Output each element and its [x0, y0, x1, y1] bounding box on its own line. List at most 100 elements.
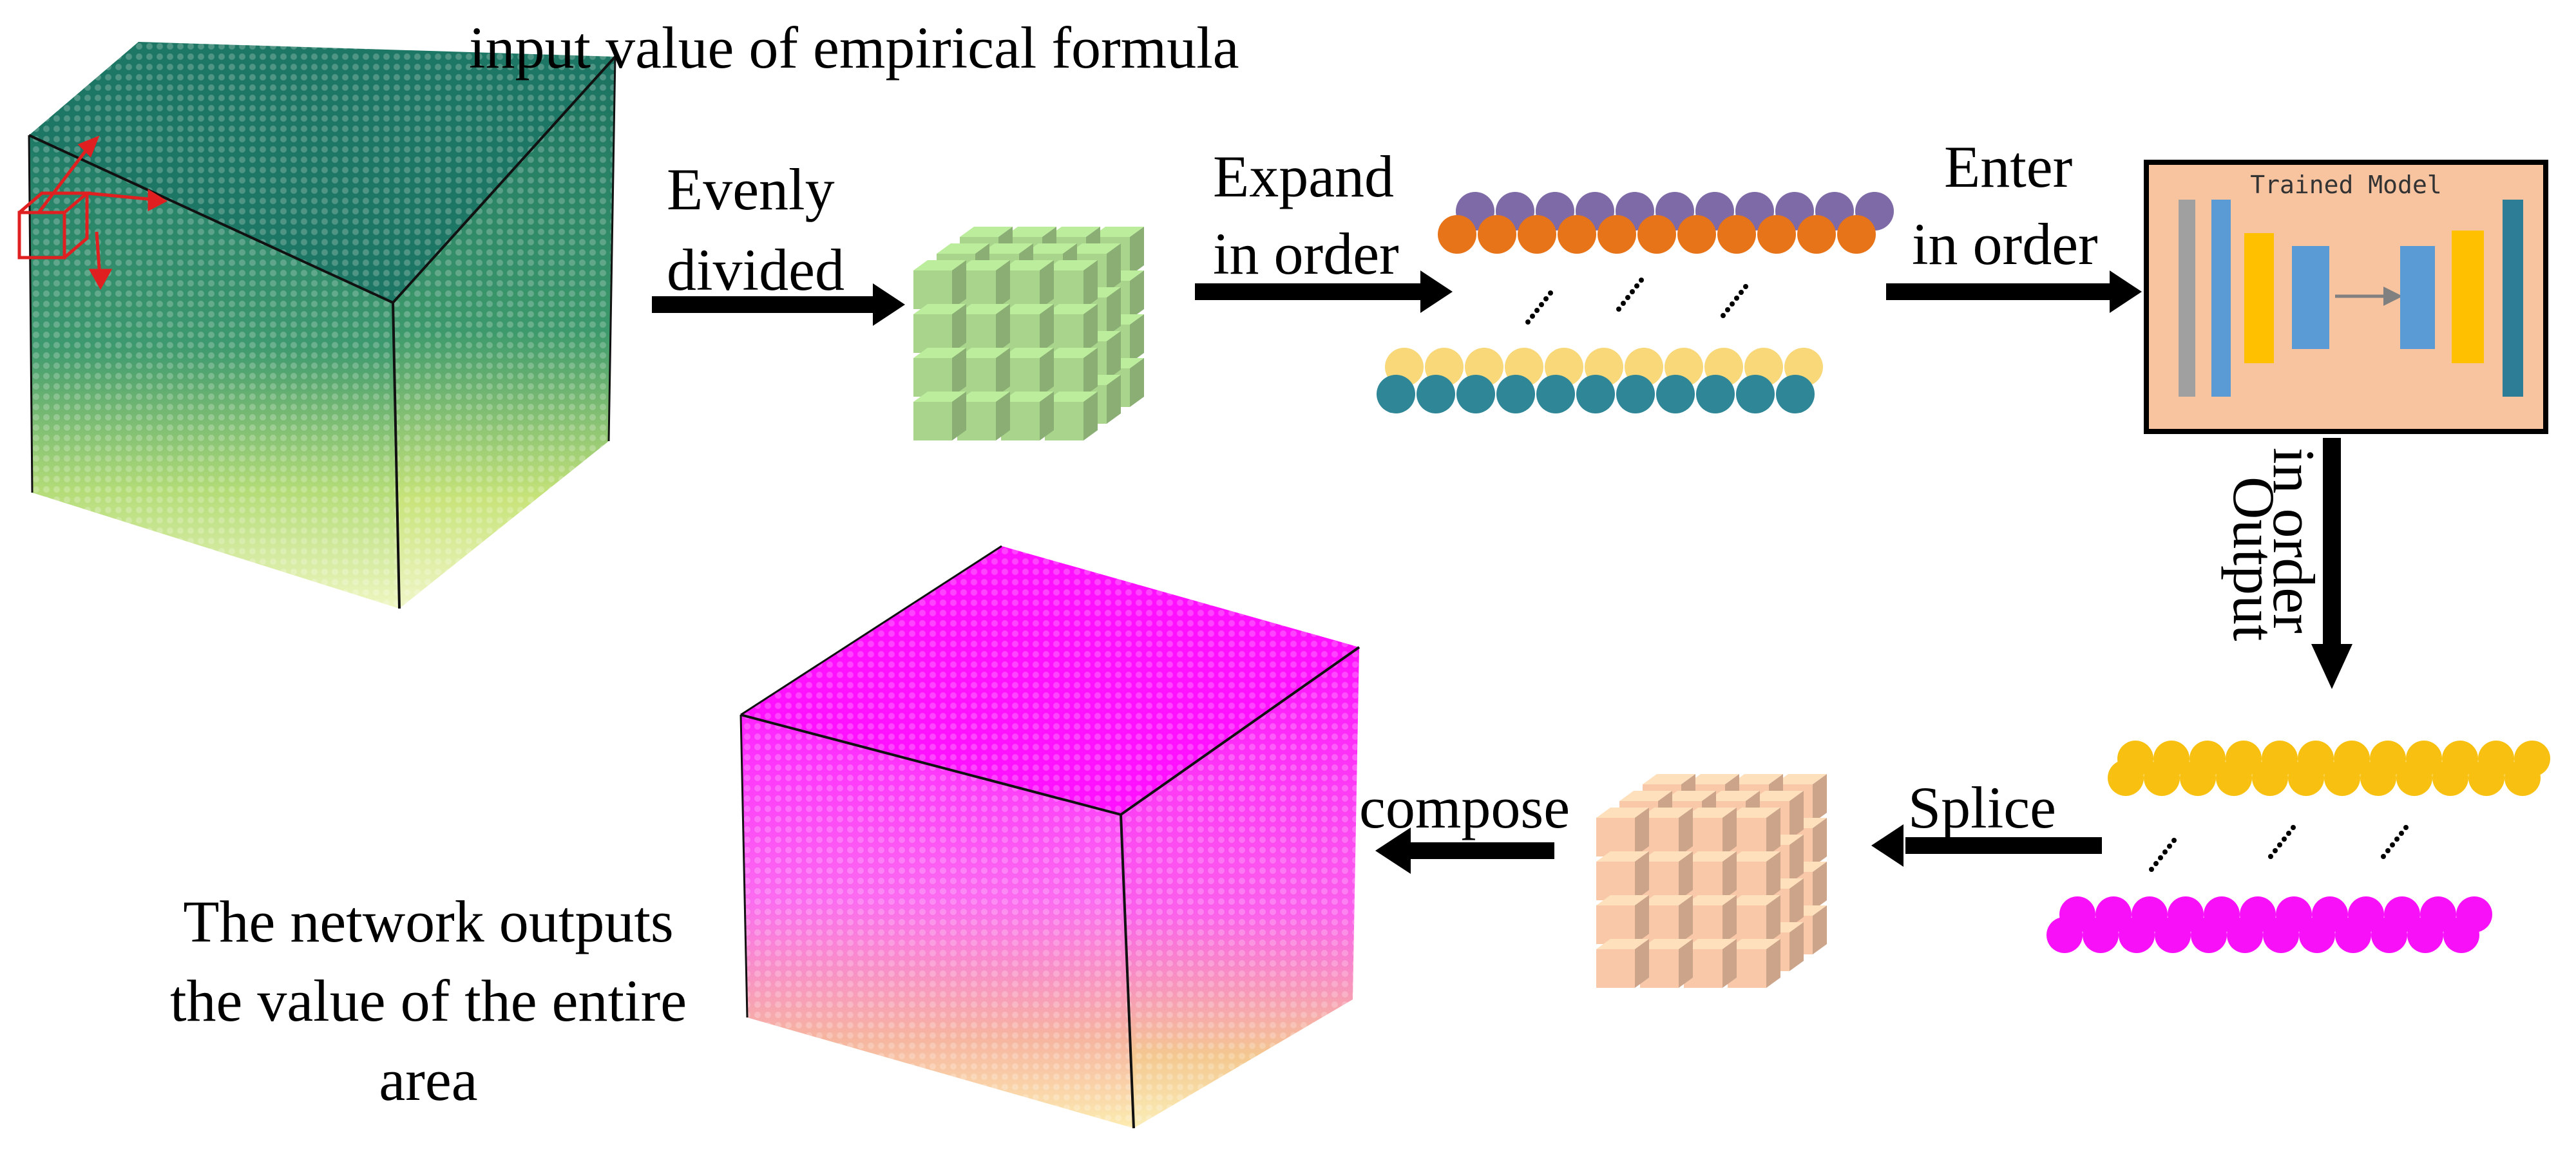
magenta-dot — [2335, 917, 2371, 953]
output-arrow — [2311, 438, 2352, 689]
green-small-cube — [957, 260, 1010, 309]
teal-dot — [1736, 375, 1775, 413]
ellipsis-dot — [1548, 290, 1553, 296]
orange-dot — [1717, 215, 1756, 254]
gold-dot — [2144, 760, 2180, 796]
gold-dot — [2432, 760, 2468, 796]
ellipsis-dot — [1634, 283, 1639, 288]
ellipsis-dot — [2286, 831, 2291, 836]
gold-dot — [2360, 760, 2396, 796]
magenta-dot — [2083, 917, 2119, 953]
divide-arrow — [652, 283, 905, 326]
expand-arrow — [1195, 270, 1453, 313]
magenta-dot — [2407, 917, 2443, 953]
ellipsis-dot — [2394, 837, 2399, 842]
input-title: input value of empirical formula — [469, 15, 1239, 80]
network-text-line1: The network outputs — [183, 889, 673, 954]
ellipsis-dot — [2268, 854, 2273, 859]
green-small-cube — [1001, 348, 1054, 397]
trained-model-box: Trained Model — [2144, 160, 2548, 434]
ellipsis-dot — [1616, 307, 1621, 312]
ellipsis-dot — [2381, 854, 2386, 859]
gold-dot — [2108, 760, 2144, 796]
ellipsis-dot — [1625, 295, 1630, 300]
expand-label: Expand — [1213, 144, 1394, 209]
orange-dot — [1797, 215, 1836, 254]
orange-dot — [1478, 215, 1516, 254]
divided-label: divided — [667, 237, 844, 303]
output-cube — [739, 545, 1360, 1129]
output-label: Output — [2221, 477, 2287, 641]
ellipsis-dot — [2162, 849, 2168, 855]
green-small-cube — [913, 392, 966, 440]
teal-dot — [1377, 375, 1415, 413]
orange-dot — [1598, 215, 1636, 254]
ellipsis-dot — [2385, 848, 2390, 853]
teal-dot — [1536, 375, 1575, 413]
compose-label: compose — [1359, 775, 1570, 840]
network-text-line2: the value of the entire — [170, 968, 687, 1034]
ellipsis-dot — [2158, 855, 2163, 860]
orange-dot — [1837, 215, 1876, 254]
enter-label: Enter — [1944, 134, 2072, 200]
gold-dot — [2252, 760, 2288, 796]
ellipsis-dot — [1743, 284, 1748, 289]
ellipsis-dot — [1730, 301, 1735, 307]
ellipsis-dot — [1630, 289, 1635, 294]
ellipsis-dot — [2153, 861, 2159, 866]
splice-label: Splice — [1908, 775, 2056, 840]
orange-dot — [1438, 215, 1476, 254]
magenta-dot — [2119, 917, 2155, 953]
ellipsis-dot — [2291, 825, 2296, 830]
model-title: Trained Model — [2250, 171, 2441, 199]
model-layer-blue-mid-left — [2292, 246, 2329, 349]
ellipsis-dot — [2167, 844, 2172, 849]
orange-dot — [1757, 215, 1796, 254]
network-text-line3: area — [379, 1047, 477, 1113]
gold-dot — [2396, 760, 2432, 796]
teal-dot — [1656, 375, 1695, 413]
teal-dot — [1496, 375, 1535, 413]
ellipsis-dot — [1739, 290, 1744, 295]
ellipsis-dot — [1621, 301, 1626, 306]
splice-arrow — [1871, 824, 2102, 867]
green-small-cube — [913, 348, 966, 397]
model-layer-blue-mid-right — [2400, 246, 2435, 349]
teal-dot — [1456, 375, 1495, 413]
ellipsis-dot — [1725, 307, 1730, 312]
ellipsis-dot — [2390, 842, 2395, 847]
orange-dot — [1677, 215, 1716, 254]
green-small-cube — [1001, 260, 1054, 309]
corner-marker — [17, 135, 168, 290]
ellipsis-dot — [2273, 848, 2278, 853]
ellipsis-dot — [2399, 831, 2404, 836]
ellipsis-dot — [2282, 837, 2287, 842]
ellipsis-dot — [1734, 296, 1739, 301]
green-subblock-cube — [913, 227, 1144, 440]
model-layer-gray — [2179, 200, 2195, 397]
ellipsis-dot — [1530, 314, 1535, 319]
teal-dot — [1616, 375, 1655, 413]
magenta-dot — [2046, 917, 2083, 953]
teal-dot — [1576, 375, 1615, 413]
magenta-dot — [2155, 917, 2191, 953]
peach-subblock-cube — [1596, 774, 1827, 988]
ellipsis-dot — [2171, 838, 2177, 843]
teal-dot — [1417, 375, 1455, 413]
peach-small-cube — [1596, 895, 1649, 944]
teal-dot — [1696, 375, 1735, 413]
ellipsis-dot — [2403, 825, 2409, 830]
peach-small-cube — [1684, 895, 1737, 944]
compose-arrow — [1375, 828, 1554, 874]
model-layer-yellow-left — [2244, 233, 2274, 363]
gold-dot — [2180, 760, 2216, 796]
evenly-label: Evenly — [667, 156, 835, 222]
output-dot-rows — [2046, 741, 2550, 953]
ellipsis-dot — [1534, 308, 1540, 313]
model-layer-yellow-right — [2452, 231, 2484, 363]
ellipsis-dot — [2149, 867, 2154, 872]
ellipsis-dot — [1639, 278, 1644, 283]
magenta-dot — [2263, 917, 2299, 953]
teal-dot — [1776, 375, 1815, 413]
ellipsis-dot — [1543, 296, 1549, 301]
